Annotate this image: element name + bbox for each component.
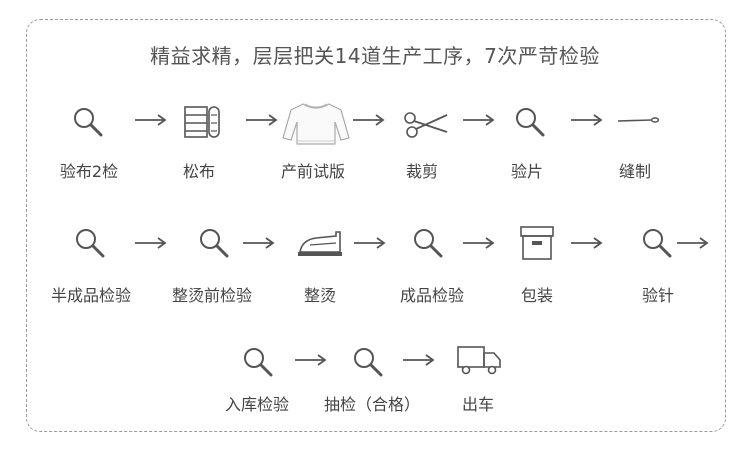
step-label-9: 整烫 — [303, 286, 337, 305]
step-label-6: 缝制 — [618, 162, 652, 181]
step-label-13: 入库检验 — [224, 395, 290, 414]
step-label-5: 验片 — [510, 162, 544, 181]
needle-icon — [617, 117, 660, 123]
scissors-icon — [404, 112, 448, 138]
arrow-right-icon — [677, 237, 709, 249]
step-label-2: 松布 — [182, 162, 216, 181]
arrow-right-icon — [354, 237, 386, 249]
magnifier-icon — [643, 229, 672, 258]
step-label-3: 产前试版 — [280, 162, 346, 181]
headline: 精益求精，层层把关14道生产工序，7次严苛检验 — [150, 44, 600, 68]
step-label-10: 成品检验 — [399, 286, 465, 305]
step-label-15: 出车 — [461, 395, 495, 414]
magnifier-icon — [516, 108, 545, 137]
arrow-right-icon — [463, 237, 495, 249]
arrow-right-icon — [246, 114, 278, 126]
arrow-right-icon — [571, 237, 603, 249]
magnifier-icon — [200, 229, 229, 258]
magnifier-icon — [354, 348, 383, 377]
magnifier-icon — [244, 348, 273, 377]
arrow-right-icon — [243, 237, 275, 249]
truck-icon — [457, 346, 501, 375]
arrow-right-icon — [353, 114, 385, 126]
arrow-right-icon — [463, 114, 495, 126]
arrow-right-icon — [295, 354, 327, 366]
iron-icon — [298, 231, 342, 256]
arrow-right-icon — [403, 354, 435, 366]
step-label-7: 半成品检验 — [50, 286, 132, 305]
step-label-14: 抽检（合格） — [323, 395, 421, 414]
step-label-12: 验针 — [641, 286, 675, 305]
magnifier-icon — [414, 229, 443, 258]
process-frame — [26, 19, 726, 432]
fabric-roll-icon — [184, 106, 220, 138]
arrow-right-icon — [571, 114, 603, 126]
arrow-right-icon — [135, 237, 167, 249]
sweater-icon — [282, 103, 350, 145]
step-label-8: 整烫前检验 — [171, 286, 253, 305]
step-label-4: 裁剪 — [405, 162, 439, 181]
step-label-1: 验布2检 — [59, 162, 119, 181]
magnifier-icon — [76, 229, 105, 258]
magnifier-icon — [74, 108, 103, 137]
box-icon — [520, 226, 554, 260]
step-label-11: 包装 — [520, 286, 554, 305]
arrow-right-icon — [135, 114, 167, 126]
